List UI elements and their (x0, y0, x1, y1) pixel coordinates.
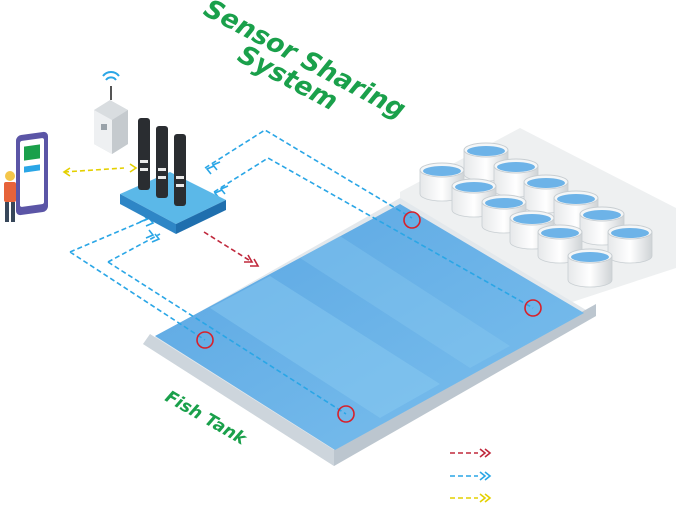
round-tank-icon (607, 224, 653, 264)
sample-point-1 (403, 211, 421, 229)
sample-point-3 (196, 331, 214, 349)
wifi-icon (102, 71, 120, 81)
fish-tank-water (155, 204, 584, 450)
round-tanks-group (400, 128, 676, 306)
data-line-2 (213, 157, 534, 309)
sensor-probe-icon (138, 118, 186, 206)
data-line-1 (204, 129, 413, 219)
legend-wireless (450, 493, 492, 503)
legend-output (450, 448, 492, 458)
sensor-station (120, 118, 226, 234)
sample-point-4 (337, 405, 355, 423)
data-lines (69, 129, 534, 415)
smartphone-icon (16, 131, 48, 216)
diagram-title: Sensor Sharing System (199, 0, 411, 125)
controller-box-icon (94, 86, 128, 154)
data-line-3 (69, 217, 206, 341)
sample-points (196, 211, 542, 423)
legend-data (450, 471, 492, 481)
sample-point-2 (524, 299, 542, 317)
worker-icon (4, 171, 16, 222)
data-line-4 (107, 233, 347, 415)
round-tank-icon (567, 248, 613, 288)
wireless-link (62, 163, 138, 177)
fish-tank (143, 198, 596, 466)
legend (450, 448, 492, 503)
output-arrow (203, 231, 260, 267)
data-line-arrows (139, 161, 229, 243)
title-line-1: Sensor Sharing (199, 0, 411, 125)
